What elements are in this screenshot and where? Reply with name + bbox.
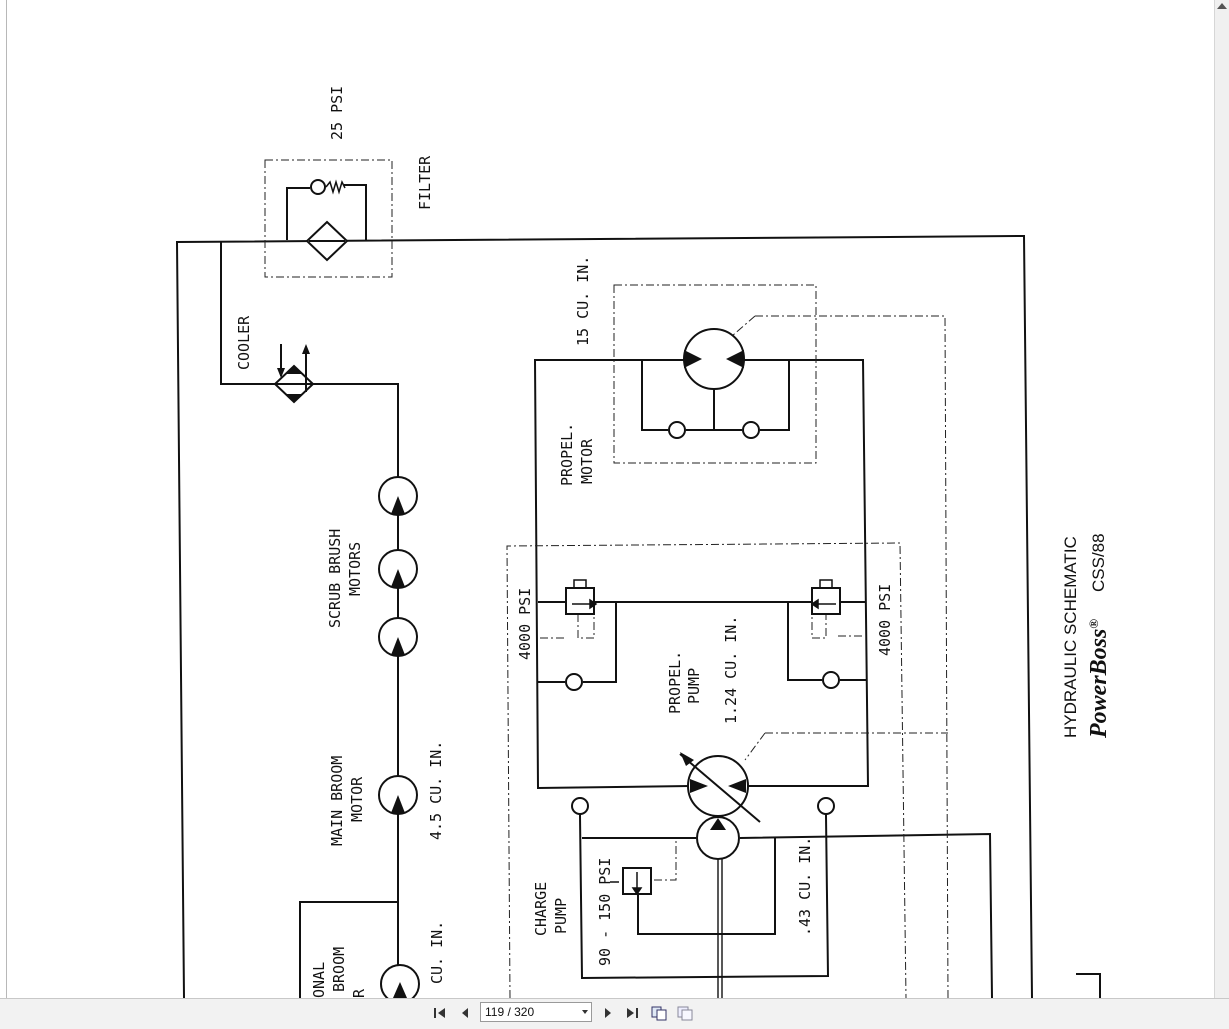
- main-broom-displacement-label: 4.5 CU. IN.: [427, 741, 445, 840]
- propel-pump-label-2: PUMP: [685, 668, 703, 704]
- charge-relief-label: 90 - 150 PSI: [596, 858, 614, 966]
- cooler-out-line: [312, 383, 399, 478]
- scroll-up-icon[interactable]: [1217, 3, 1227, 9]
- charge-pump-symbol: [696, 816, 740, 860]
- brand-logo: PowerBoss®: [1086, 619, 1112, 739]
- filter-psi-label: 25 PSI: [328, 86, 346, 140]
- vertical-scrollbar[interactable]: [1214, 0, 1229, 998]
- cooler-label: COOLER: [235, 315, 253, 370]
- first-page-icon[interactable]: [430, 1003, 450, 1023]
- page-number-value: 119 / 320: [485, 1005, 535, 1019]
- relief-left-label: 4000 PSI: [516, 588, 534, 660]
- side-broom-label-2: BROOM: [330, 947, 348, 992]
- cooler-symbol: [273, 344, 315, 404]
- cooler-line: [220, 242, 276, 385]
- page-layout-icon[interactable]: [675, 1003, 695, 1023]
- propel-loop-left: [533, 359, 691, 790]
- page-number-input[interactable]: 119 / 320: [480, 1002, 592, 1022]
- main-broom-label-1: MAIN BROOM: [328, 756, 346, 846]
- propel-motor-label-1: PROPEL.: [558, 423, 576, 486]
- copy-page-icon[interactable]: [649, 1003, 669, 1023]
- side-broom-motor: [380, 964, 420, 998]
- propel-pump-label-1: PROPEL.: [666, 651, 684, 714]
- scrub-brush-label-1: SCRUB BRUSH: [326, 529, 344, 628]
- propel-loop-right: [742, 359, 870, 787]
- charge-pump-label-1: CHARGE: [532, 882, 550, 936]
- next-page-icon[interactable]: [598, 1003, 618, 1023]
- propel-motor-label-2: MOTOR: [578, 438, 596, 484]
- pump-displacement-label: 1.24 CU. IN.: [722, 616, 740, 724]
- charge-displacement-label: .43 CU. IN.: [796, 837, 814, 936]
- page-navigation-toolbar: 119 / 320: [0, 998, 1229, 1029]
- hydraulic-schematic: 25 PSI FILTER COOLER 15 CU. IN. PROPEL. …: [175, 86, 1112, 998]
- document-viewer: 25 PSI FILTER COOLER 15 CU. IN. PROPEL. …: [6, 0, 1229, 998]
- propel-motor-symbol: [683, 328, 745, 390]
- prev-page-icon[interactable]: [455, 1003, 475, 1023]
- scrub-brush-label-2: MOTORS: [346, 542, 364, 596]
- model-label: CSS/88: [1089, 533, 1108, 592]
- filter-bypass-line: [286, 187, 310, 240]
- propel-pump-symbol: [679, 752, 761, 823]
- schematic-title: HYDRAULIC SCHEMATIC: [1061, 536, 1080, 738]
- outer-return-line: [175, 234, 1033, 998]
- filter-label: FILTER: [416, 155, 434, 210]
- chevron-down-icon[interactable]: [582, 1010, 588, 1014]
- side-broom-label-1: ONAL: [310, 962, 328, 998]
- main-broom-label-2: MOTOR: [348, 776, 366, 822]
- side-broom-label-3: R: [350, 988, 368, 998]
- motor-displacement-label: 15 CU. IN.: [574, 256, 592, 346]
- last-page-icon[interactable]: [622, 1003, 642, 1023]
- relief-right-label: 4000 PSI: [876, 584, 894, 656]
- relief-valve-left: [565, 587, 595, 615]
- side-broom-displacement-label: CU. IN.: [428, 921, 446, 984]
- charge-pump-label-2: PUMP: [552, 898, 570, 934]
